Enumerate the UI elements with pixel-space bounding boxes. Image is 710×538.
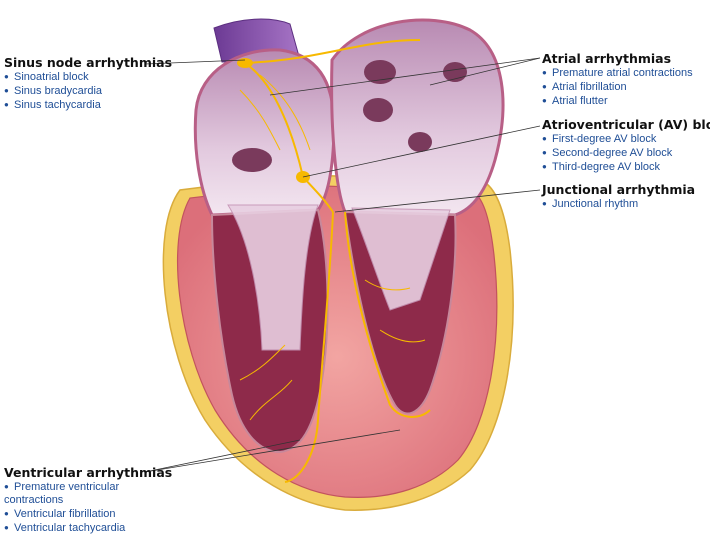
callout-title: Atrial arrhythmias xyxy=(542,51,672,66)
purkinje-fibers xyxy=(239,74,426,421)
list-item: Atrial flutter xyxy=(542,94,693,108)
list-item: Premature atrial contractions xyxy=(542,66,693,80)
right-atrium xyxy=(193,48,336,217)
left-valve-leaflets xyxy=(351,207,451,311)
sinus-node-callout: Sinus node arrhythmias Sinoatrial block … xyxy=(4,55,172,112)
atrial-opening xyxy=(408,132,432,152)
callout-title: Ventricular arrhythmias xyxy=(4,465,173,480)
junctional-callout: Junctional arrhythmia Junctional rhythm xyxy=(542,182,695,211)
list-item: Ventricular fibrillation xyxy=(4,507,132,521)
atrial-opening xyxy=(364,60,396,84)
atrial-opening xyxy=(363,98,393,122)
list-item: Second-degree AV block xyxy=(542,146,710,160)
callout-title: Sinus node arrhythmias xyxy=(4,55,173,70)
list-item: Ventricular tachycardia xyxy=(4,521,132,535)
leader-lines xyxy=(144,57,541,473)
list-item: Third-degree AV block xyxy=(542,160,710,174)
callout-list: First-degree AV block Second-degree AV b… xyxy=(542,132,710,174)
list-item: Premature ventricular contractions xyxy=(4,480,132,507)
list-item: Atrial fibrillation xyxy=(542,80,693,94)
left-atrium xyxy=(330,18,505,217)
callout-list: Sinoatrial block Sinus bradycardia Sinus… xyxy=(4,70,172,112)
atrial-callout: Atrial arrhythmias Premature atrial cont… xyxy=(542,51,693,108)
callout-list: Premature ventricular contractions Ventr… xyxy=(4,480,172,535)
list-item: Junctional rhythm xyxy=(542,197,695,211)
callout-list: Premature atrial contractions Atrial fib… xyxy=(542,66,693,108)
callout-title: Junctional arrhythmia xyxy=(542,182,696,197)
callout-title: Atrioventricular (AV) blocks xyxy=(542,117,710,132)
ventricular-callout: Ventricular arrhythmias Premature ventri… xyxy=(4,465,172,535)
list-item: First-degree AV block xyxy=(542,132,710,146)
atrial-opening xyxy=(232,148,272,172)
list-item: Sinus bradycardia xyxy=(4,84,172,98)
av-blocks-callout: Atrioventricular (AV) blocks First-degre… xyxy=(542,117,710,174)
list-item: Sinoatrial block xyxy=(4,70,172,84)
right-valve-leaflets xyxy=(227,204,319,351)
callout-list: Junctional rhythm xyxy=(542,197,695,211)
list-item: Sinus tachycardia xyxy=(4,98,172,112)
conduction-pathways xyxy=(244,39,431,483)
